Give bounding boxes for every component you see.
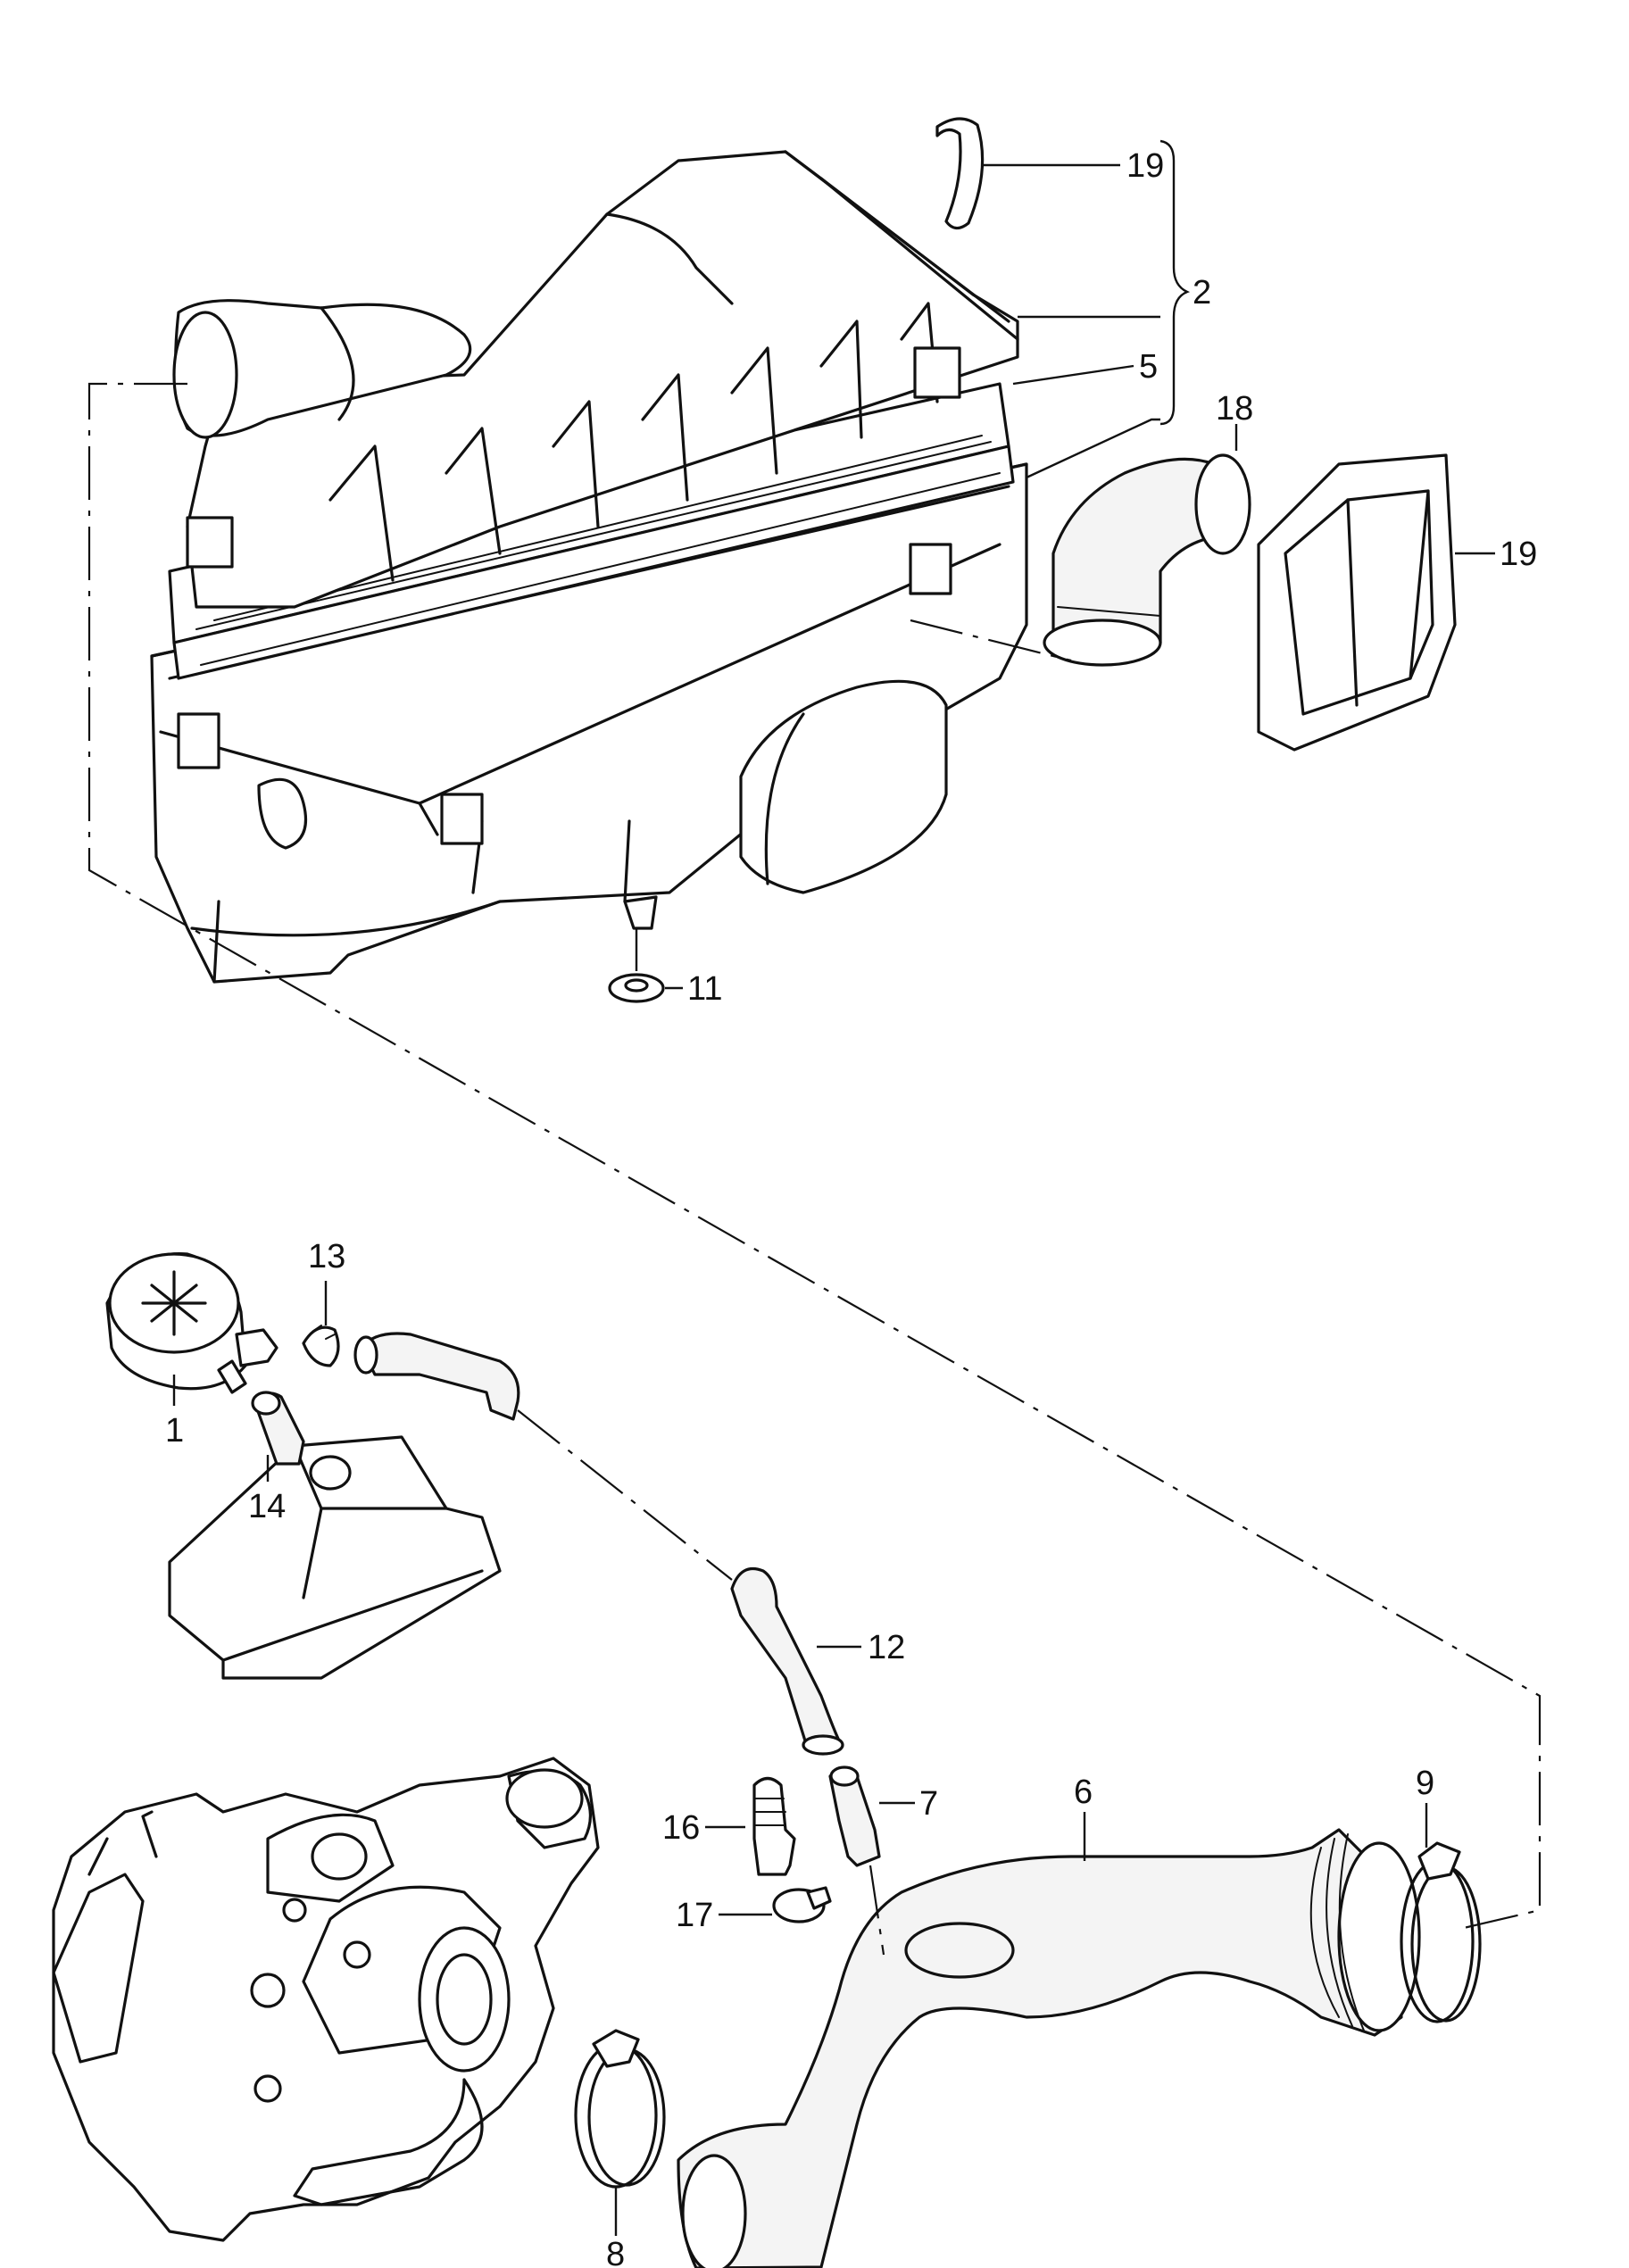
- callout-12: 12: [868, 1629, 905, 1666]
- callout-16: 16: [662, 1809, 700, 1847]
- turbocharger-icon: [52, 1757, 600, 2242]
- connection-line-main: [87, 382, 1542, 1930]
- callout-18: 18: [1216, 390, 1253, 428]
- valve-cover-icon: [168, 1435, 502, 1680]
- callout-17: 17: [676, 1897, 713, 1934]
- clip-icon: [935, 117, 985, 230]
- air-intake-hose-icon: [677, 1828, 1421, 2268]
- intake-elbow-icon: [1043, 453, 1251, 667]
- connection-line-vent: [517, 1409, 733, 1581]
- hose-fitting-16-icon: [752, 1776, 796, 1876]
- hose-fitting-7-icon: [828, 1765, 881, 1867]
- callout-8: 8: [606, 2236, 625, 2268]
- vent-hose-icon: [353, 1332, 520, 1421]
- hose-clamp-icon: [302, 1325, 340, 1367]
- callout-19: 19: [1500, 536, 1537, 573]
- pcv-insert-icon: [251, 1391, 305, 1466]
- callout-14: 14: [248, 1488, 286, 1525]
- connection-line-elbow: [910, 619, 1072, 662]
- connection-line-fitting: [869, 1865, 885, 1956]
- callout-5: 5: [1139, 348, 1158, 386]
- grommet-icon: [608, 973, 665, 1003]
- hose-clamp-9-icon: [1400, 1841, 1482, 2023]
- callout-7: 7: [919, 1785, 938, 1823]
- callout-1: 1: [165, 1412, 184, 1450]
- callout-15: 19: [1126, 147, 1164, 185]
- callout-13: 13: [308, 1238, 345, 1275]
- callout-6: 6: [1074, 1774, 1093, 1811]
- breather-valve-icon: [105, 1252, 278, 1394]
- air-filter-housing-icon: [150, 150, 1028, 984]
- hose-clamp-8-icon: [574, 2029, 666, 2189]
- callout-2: 2: [1193, 274, 1211, 312]
- callout-9: 9: [1416, 1765, 1434, 1802]
- hose-clamp-17-icon: [772, 1886, 832, 1923]
- vent-hose-12-icon: [730, 1566, 844, 1756]
- leader-lines: [172, 139, 1495, 2236]
- intake-duct-icon: [1257, 453, 1457, 752]
- callout-11: 11: [687, 970, 722, 1008]
